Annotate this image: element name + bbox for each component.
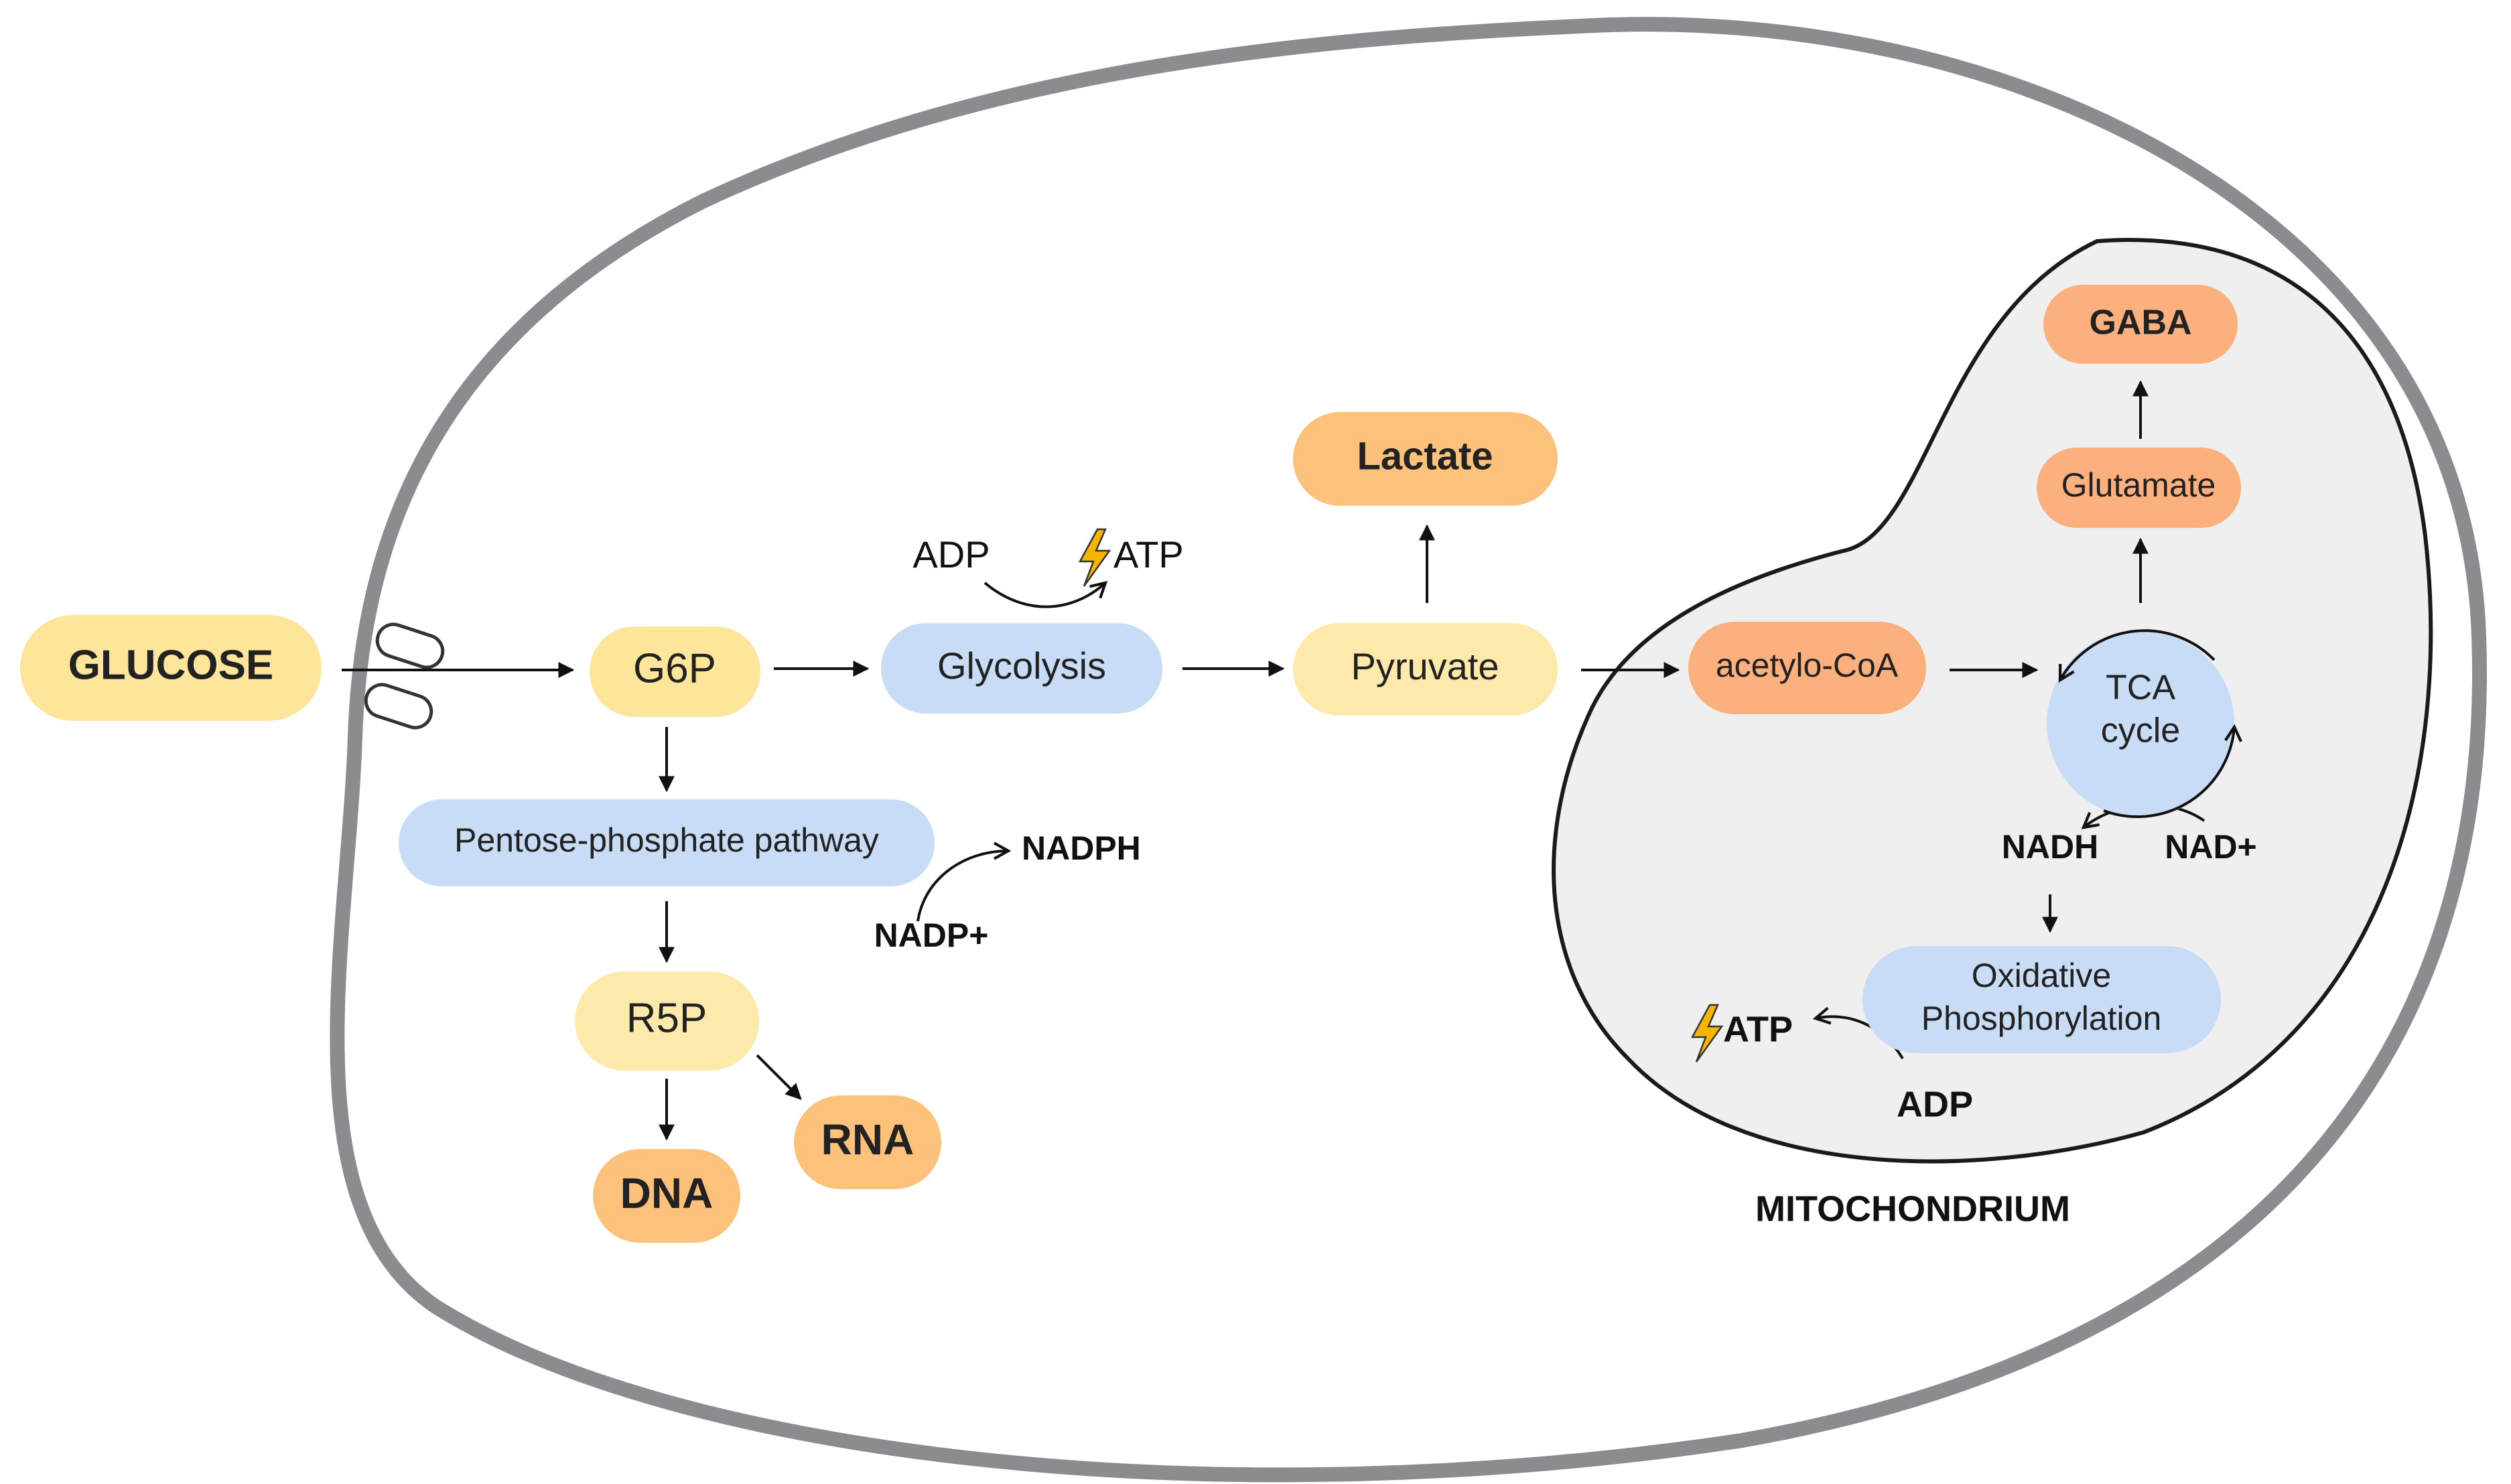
svg-text:GLUCOSE: GLUCOSE <box>68 642 274 688</box>
node-rna: RNA <box>794 1095 941 1189</box>
svg-text:TCA: TCA <box>2106 669 2175 707</box>
node-glycolysis: Glycolysis <box>881 623 1162 714</box>
tca-nadh-label: NADH <box>2002 828 2098 866</box>
node-pentose-phosphate: Pentose-phosphate pathway <box>399 799 935 886</box>
svg-text:RNA: RNA <box>821 1116 914 1164</box>
svg-text:GABA: GABA <box>2089 303 2191 342</box>
mitochondrion-label: MITOCHONDRIUM <box>1755 1189 2070 1229</box>
node-glutamate: Glutamate <box>2037 448 2241 528</box>
node-gaba: GABA <box>2043 285 2238 364</box>
ppp-nadp-label: NADP+ <box>874 917 989 954</box>
node-lactate: Lactate <box>1293 412 1558 506</box>
svg-text:cycle: cycle <box>2101 712 2180 750</box>
svg-text:Glutamate: Glutamate <box>2061 466 2216 504</box>
oxphos-adp-label: ADP <box>1897 1084 1973 1124</box>
glycolysis-adp-label: ADP <box>912 533 990 576</box>
glycolysis-atp-label: ATP <box>1113 533 1184 576</box>
svg-text:acetylo-CoA: acetylo-CoA <box>1716 647 1899 684</box>
node-glucose: GLUCOSE <box>20 615 322 721</box>
svg-text:Pyruvate: Pyruvate <box>1351 645 1499 687</box>
svg-text:G6P: G6P <box>633 645 716 691</box>
node-r5p: R5P <box>575 971 759 1071</box>
tca-nad-label: NAD+ <box>2165 828 2257 866</box>
node-g6p: G6P <box>590 626 760 717</box>
lightning-bolt-icon <box>1078 528 1111 587</box>
svg-text:Lactate: Lactate <box>1357 434 1493 478</box>
svg-text:Phosphorylation: Phosphorylation <box>1921 1000 2162 1037</box>
ppp-nadph-label: NADPH <box>1022 829 1141 867</box>
node-dna: DNA <box>593 1149 740 1243</box>
oxphos-atp-label: ATP <box>1723 1009 1793 1049</box>
svg-text:Glycolysis: Glycolysis <box>937 645 1106 687</box>
arrows <box>342 380 2205 1141</box>
node-acetyl-coa: acetylo-CoA <box>1688 622 1926 714</box>
svg-text:DNA: DNA <box>620 1169 714 1217</box>
tca-cycle <box>2047 629 2242 819</box>
node-pyruvate: Pyruvate <box>1293 623 1558 716</box>
node-oxidative-phosphorylation: Oxidative Phosphorylation <box>1862 946 2221 1053</box>
svg-text:Oxidative: Oxidative <box>1972 957 2111 994</box>
node-tca-cycle: TCA cycle <box>2101 669 2180 750</box>
glucose-transporter-icon <box>364 622 445 730</box>
cell-membrane <box>330 17 2487 1483</box>
lightning-bolt-icon <box>1690 1004 1724 1063</box>
svg-text:R5P: R5P <box>626 995 707 1041</box>
svg-text:Pentose-phosphate pathway: Pentose-phosphate pathway <box>454 821 879 859</box>
